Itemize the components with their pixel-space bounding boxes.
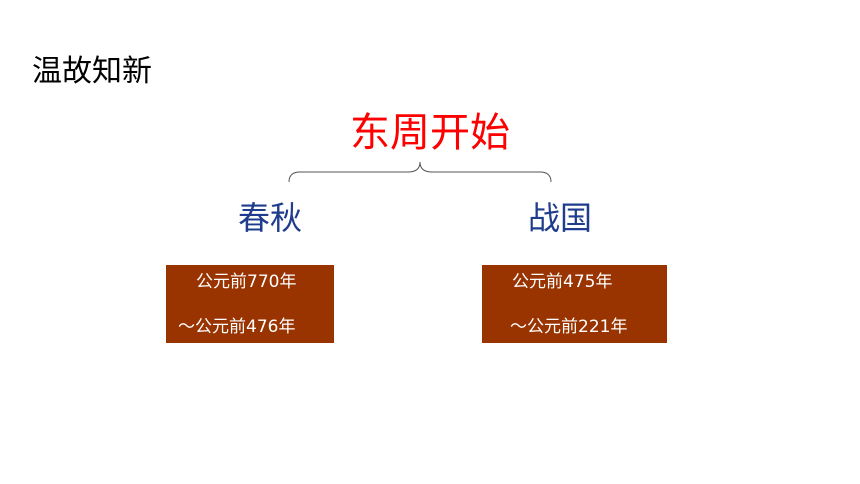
date-start-text: 公元前770年	[196, 272, 297, 292]
date-box-chunqiu: 公元前770年 ～公元前476年	[166, 265, 334, 343]
period-title-zhanguo: 战国	[527, 199, 592, 237]
page-heading: 温故知新	[32, 54, 152, 89]
date-start-text: 公元前475年	[512, 272, 613, 292]
curly-brace	[288, 161, 552, 183]
main-title: 东周开始	[350, 110, 510, 156]
date-end-text: ～公元前476年	[178, 317, 296, 337]
brace-path	[288, 161, 552, 183]
period-title-chunqiu: 春秋	[237, 199, 302, 237]
date-box-zhanguo: 公元前475年 ～公元前221年	[482, 265, 667, 343]
date-end-text: ～公元前221年	[510, 317, 628, 337]
